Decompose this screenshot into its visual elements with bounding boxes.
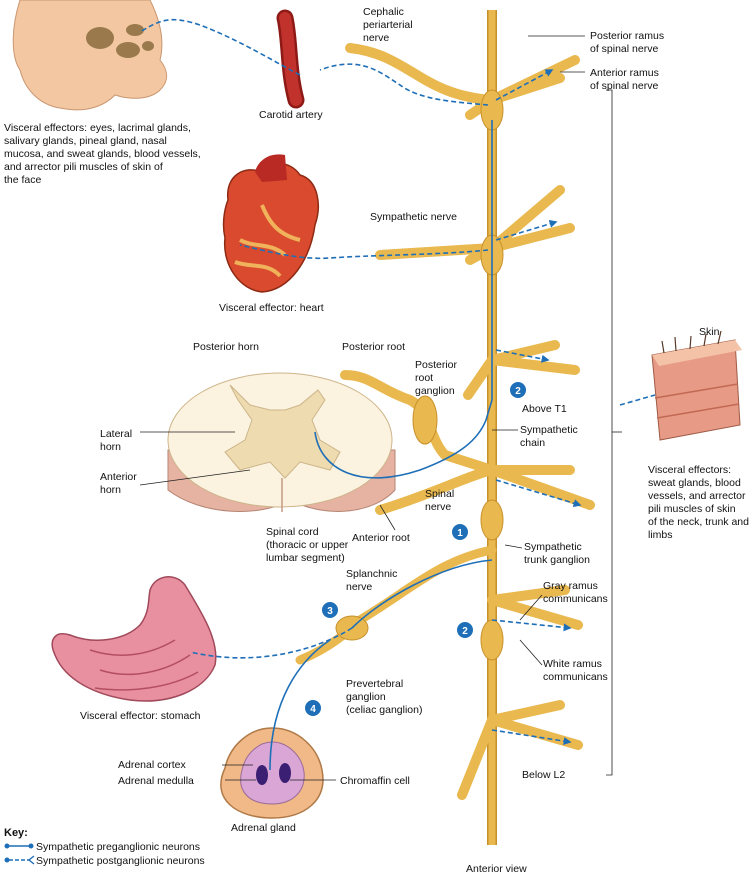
heart-illustration bbox=[222, 154, 319, 293]
neuron-pathways bbox=[139, 18, 656, 771]
label-adrenal-medulla: Adrenal medulla bbox=[118, 775, 194, 787]
label-stomach-effector: Visceral effector: stomach bbox=[80, 710, 201, 722]
badge-3: 3 bbox=[322, 602, 338, 618]
key-title: Key: bbox=[4, 827, 28, 839]
label-splanchnic-nerve: Splanchnic nerve bbox=[346, 568, 400, 593]
label-posterior-ramus: Posterior ramus of spinal nerve bbox=[590, 30, 667, 55]
label-posterior-root-ganglion: Posterior root ganglion bbox=[415, 359, 460, 397]
label-anterior-ramus: Anterior ramus of spinal nerve bbox=[590, 67, 662, 92]
adrenal-gland-illustration bbox=[220, 727, 324, 819]
label-lateral-horn: Lateral horn bbox=[100, 428, 135, 453]
label-white-ramus: White ramus communicans bbox=[543, 658, 608, 683]
label-heart-effector: Visceral effector: heart bbox=[219, 302, 324, 314]
label-prevertebral-ganglion: Prevertebral ganglion (celiac ganglion) bbox=[346, 678, 422, 716]
label-carotid-artery: Carotid artery bbox=[259, 109, 323, 121]
label-above-t1: Above T1 bbox=[522, 403, 567, 415]
label-posterior-horn: Posterior horn bbox=[193, 341, 259, 353]
label-spinal-cord: Spinal cord (thoracic or upper lumbar se… bbox=[266, 526, 351, 564]
label-face-effectors: Visceral effectors: eyes, lacrimal gland… bbox=[4, 122, 204, 186]
svg-text:4: 4 bbox=[310, 704, 316, 715]
badge-1: 1 bbox=[452, 524, 468, 540]
labels: Cephalic periarterial nerve Posterior ra… bbox=[4, 6, 752, 875]
label-adrenal-gland: Adrenal gland bbox=[231, 822, 296, 834]
stomach-illustration bbox=[51, 576, 217, 702]
svg-text:2: 2 bbox=[515, 386, 521, 397]
key-postganglionic-swatch bbox=[4, 855, 35, 865]
carotid-artery-illustration bbox=[276, 9, 305, 109]
face-illustration bbox=[12, 0, 168, 111]
badge-2-lower: 2 bbox=[457, 622, 473, 638]
badges: 1 2 2 3 4 bbox=[305, 382, 526, 716]
label-sympathetic-nerve: Sympathetic nerve bbox=[370, 211, 457, 223]
spinal-cord-illustration bbox=[167, 372, 396, 512]
key-legend: Key: Sympathetic preganglionic neurons S… bbox=[4, 827, 205, 867]
svg-text:3: 3 bbox=[327, 606, 333, 617]
label-skin: Skin bbox=[699, 326, 720, 338]
label-anterior-view: Anterior view bbox=[466, 863, 527, 875]
leader-lines bbox=[139, 35, 622, 781]
label-anterior-horn: Anterior horn bbox=[100, 471, 140, 496]
skin-illustration bbox=[651, 330, 742, 441]
label-anterior-root: Anterior root bbox=[352, 532, 410, 544]
label-below-l2: Below L2 bbox=[522, 769, 565, 781]
label-gray-ramus: Gray ramus communicans bbox=[543, 580, 608, 605]
key-preganglionic-swatch bbox=[4, 843, 34, 849]
badge-2-upper: 2 bbox=[510, 382, 526, 398]
label-spinal-nerve: Spinal nerve bbox=[425, 488, 457, 513]
label-skin-effectors: Visceral effectors: sweat glands, blood … bbox=[648, 464, 752, 541]
svg-text:1: 1 bbox=[457, 528, 463, 539]
label-sympathetic-trunk-ganglion: Sympathetic trunk ganglion bbox=[524, 541, 590, 566]
label-chromaffin-cell: Chromaffin cell bbox=[340, 775, 410, 787]
label-cephalic-nerve: Cephalic periarterial nerve bbox=[363, 6, 416, 44]
label-posterior-root: Posterior root bbox=[342, 341, 405, 353]
key-postganglionic-label: Sympathetic postganglionic neurons bbox=[36, 855, 205, 867]
label-sympathetic-chain: Sympathetic chain bbox=[520, 424, 581, 449]
badge-4: 4 bbox=[305, 700, 321, 716]
key-preganglionic-label: Sympathetic preganglionic neurons bbox=[36, 841, 200, 853]
label-adrenal-cortex: Adrenal cortex bbox=[118, 759, 186, 771]
svg-text:2: 2 bbox=[462, 626, 468, 637]
